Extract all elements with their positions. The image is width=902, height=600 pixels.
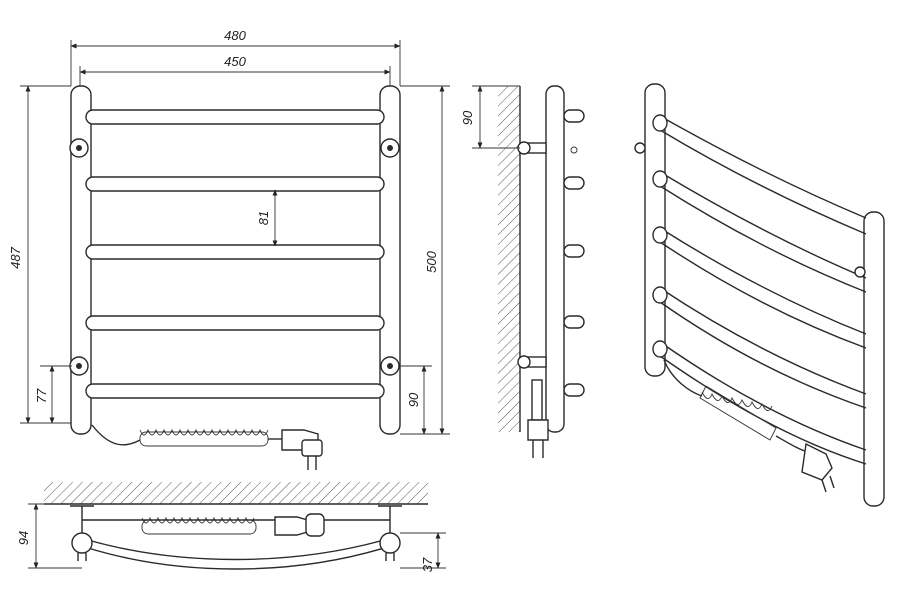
front-view: 480 450 487 77 500 90 81 bbox=[8, 28, 450, 470]
rung-stubs bbox=[563, 109, 585, 397]
dim-overall-width: 480 bbox=[224, 28, 246, 43]
dim-plan-depth: 94 bbox=[16, 531, 31, 545]
dim-plan-offset: 37 bbox=[420, 557, 435, 572]
right-post bbox=[379, 85, 401, 435]
dim-rung-spacing: 81 bbox=[256, 211, 271, 225]
dim-inner-width: 450 bbox=[224, 54, 246, 69]
dim-right-height: 500 bbox=[424, 250, 439, 272]
wall-hatch-plan bbox=[44, 482, 428, 504]
isometric-view bbox=[634, 83, 885, 507]
left-post bbox=[70, 85, 92, 435]
plan-view: 94 37 bbox=[16, 482, 446, 572]
dim-side-top-offset: 90 bbox=[460, 110, 475, 125]
curved-rungs bbox=[659, 115, 867, 465]
power-cord bbox=[91, 424, 323, 470]
rungs bbox=[85, 109, 385, 399]
dim-bottom-left-offset: 77 bbox=[34, 388, 49, 403]
dimension-lines bbox=[20, 40, 450, 435]
wall-hatch-side bbox=[498, 86, 520, 432]
dim-left-height: 487 bbox=[8, 246, 23, 268]
dim-bottom-right-offset: 90 bbox=[406, 392, 421, 407]
side-view: 90 bbox=[460, 85, 585, 458]
